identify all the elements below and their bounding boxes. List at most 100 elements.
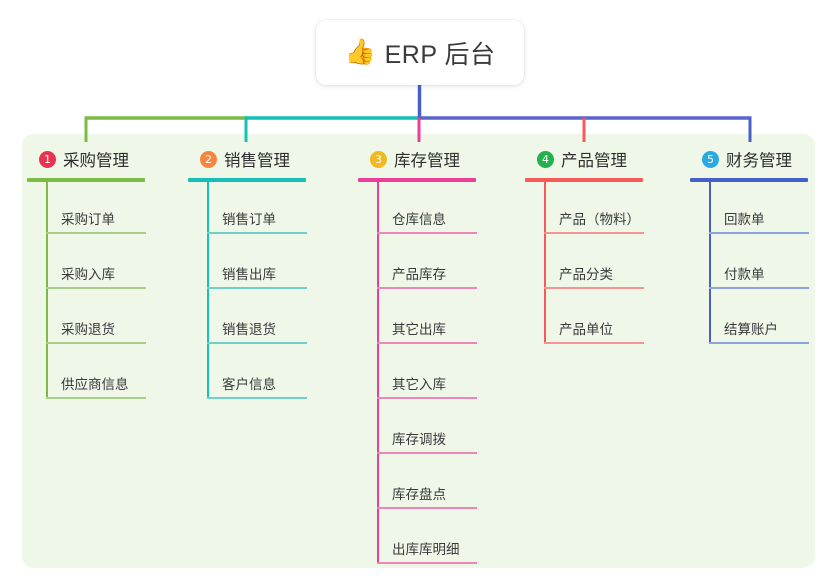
- column-stem: [377, 182, 379, 562]
- list-item-rule: [709, 287, 809, 289]
- list-item[interactable]: 仓库信息: [358, 184, 518, 239]
- list-item[interactable]: 回款单: [690, 184, 839, 239]
- list-item[interactable]: 供应商信息: [27, 349, 187, 404]
- list-item-rule: [709, 232, 809, 234]
- list-item[interactable]: 客户信息: [188, 349, 348, 404]
- column-header-rule: [27, 178, 145, 182]
- column-header-rule: [690, 178, 808, 182]
- column-title: 销售管理: [224, 152, 290, 170]
- column-title: 产品管理: [561, 152, 627, 170]
- column-header-rule: [188, 178, 306, 182]
- list-item-rule: [377, 342, 477, 344]
- list-item[interactable]: 其它出库: [358, 294, 518, 349]
- list-item-rule: [207, 232, 307, 234]
- list-item-label: 销售出库: [222, 267, 276, 282]
- column-items: 回款单付款单结算账户: [690, 182, 839, 349]
- list-item[interactable]: 采购退货: [27, 294, 187, 349]
- column-header-2[interactable]: 2 销售管理: [188, 146, 348, 172]
- list-item-label: 回款单: [724, 212, 765, 227]
- column-title: 采购管理: [63, 152, 129, 170]
- column-badge: 1: [39, 150, 56, 168]
- thumbs-up-icon: 👍: [344, 38, 376, 66]
- list-item-label: 其它入库: [392, 377, 446, 392]
- list-item[interactable]: 产品库存: [358, 239, 518, 294]
- list-item[interactable]: 销售退货: [188, 294, 348, 349]
- list-item-label: 产品（物料）: [559, 212, 640, 227]
- list-item-label: 客户信息: [222, 377, 276, 392]
- column-3: 3 库存管理仓库信息产品库存其它出库其它入库库存调拨库存盘点出库库明细: [358, 146, 518, 569]
- list-item[interactable]: 库存盘点: [358, 459, 518, 514]
- list-item[interactable]: 销售出库: [188, 239, 348, 294]
- list-item-rule: [377, 507, 477, 509]
- list-item[interactable]: 采购订单: [27, 184, 187, 239]
- root-node[interactable]: 👍 ERP 后台: [316, 20, 524, 85]
- column-header-4[interactable]: 4 产品管理: [525, 146, 685, 172]
- list-item-label: 其它出库: [392, 322, 446, 337]
- column-2: 2 销售管理销售订单销售出库销售退货客户信息: [188, 146, 348, 404]
- list-item-label: 产品单位: [559, 322, 613, 337]
- list-item[interactable]: 结算账户: [690, 294, 839, 349]
- list-item-rule: [207, 342, 307, 344]
- column-5: 5 财务管理回款单付款单结算账户: [690, 146, 839, 349]
- column-4: 4 产品管理产品（物料） 产品分类产品单位: [525, 146, 685, 349]
- list-item-rule: [46, 342, 146, 344]
- column-stem: [544, 182, 546, 342]
- column-header-5[interactable]: 5 财务管理: [690, 146, 839, 172]
- column-header-rule: [358, 178, 476, 182]
- list-item[interactable]: 产品单位: [525, 294, 685, 349]
- list-item-label: 采购退货: [61, 322, 115, 337]
- list-item-rule: [544, 342, 644, 344]
- list-item-label: 付款单: [724, 267, 765, 282]
- column-badge: 5: [702, 150, 719, 168]
- list-item[interactable]: 销售订单: [188, 184, 348, 239]
- list-item[interactable]: 付款单: [690, 239, 839, 294]
- column-stem: [46, 182, 48, 397]
- list-item-label: 库存调拨: [392, 432, 446, 447]
- list-item-label: 仓库信息: [392, 212, 446, 227]
- list-item-rule: [377, 452, 477, 454]
- root-node-title: ERP 后台: [384, 40, 496, 69]
- list-item-rule: [544, 287, 644, 289]
- list-item-label: 结算账户: [724, 322, 778, 337]
- list-item-label: 出库库明细: [392, 542, 460, 557]
- list-item[interactable]: 产品分类: [525, 239, 685, 294]
- column-stem: [207, 182, 209, 397]
- column-items: 销售订单销售出库销售退货客户信息: [188, 182, 348, 404]
- column-title: 库存管理: [394, 152, 460, 170]
- list-item-rule: [46, 397, 146, 399]
- list-item-rule: [377, 562, 477, 564]
- list-item-rule: [46, 287, 146, 289]
- content-panel: [22, 134, 815, 568]
- column-badge: 2: [200, 150, 217, 168]
- list-item-rule: [207, 287, 307, 289]
- column-badge: 3: [370, 150, 387, 168]
- list-item-rule: [709, 342, 809, 344]
- column-header-rule: [525, 178, 643, 182]
- list-item-rule: [544, 232, 644, 234]
- list-item-rule: [377, 397, 477, 399]
- list-item-label: 库存盘点: [392, 487, 446, 502]
- column-items: 仓库信息产品库存其它出库其它入库库存调拨库存盘点出库库明细: [358, 182, 518, 569]
- list-item[interactable]: 库存调拨: [358, 404, 518, 459]
- column-items: 产品（物料） 产品分类产品单位: [525, 182, 685, 349]
- list-item-label: 产品分类: [559, 267, 613, 282]
- column-items: 采购订单采购入库采购退货供应商信息: [27, 182, 187, 404]
- list-item-rule: [377, 287, 477, 289]
- list-item-rule: [46, 232, 146, 234]
- column-stem: [709, 182, 711, 342]
- list-item[interactable]: 其它入库: [358, 349, 518, 404]
- list-item-label: 销售退货: [222, 322, 276, 337]
- column-title: 财务管理: [726, 152, 792, 170]
- column-header-3[interactable]: 3 库存管理: [358, 146, 518, 172]
- list-item-label: 采购入库: [61, 267, 115, 282]
- list-item-label: 产品库存: [392, 267, 446, 282]
- list-item-label: 供应商信息: [61, 377, 129, 392]
- list-item[interactable]: 采购入库: [27, 239, 187, 294]
- list-item-rule: [377, 232, 477, 234]
- list-item[interactable]: 产品（物料）: [525, 184, 685, 239]
- column-header-1[interactable]: 1 采购管理: [27, 146, 187, 172]
- list-item[interactable]: 出库库明细: [358, 514, 518, 569]
- column-badge: 4: [537, 150, 554, 168]
- list-item-rule: [207, 397, 307, 399]
